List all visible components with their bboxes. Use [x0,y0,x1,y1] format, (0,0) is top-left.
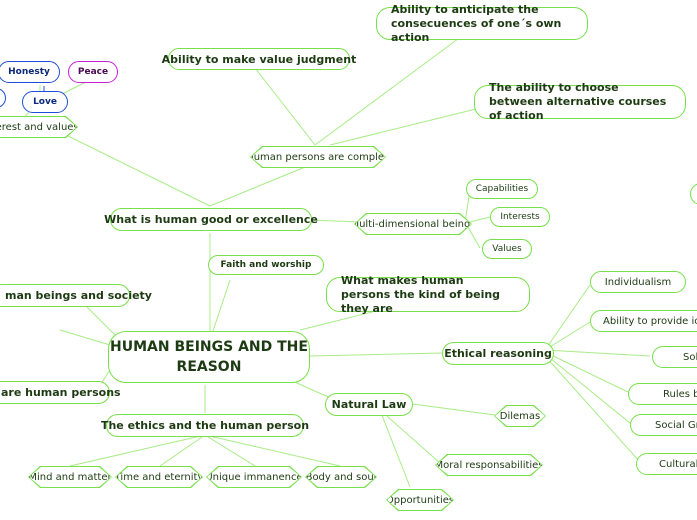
node-human-good[interactable]: What is human good or excellence [104,208,318,231]
node-ethical-reasoning[interactable]: Ethical reasoning [442,342,554,365]
node-anticipate[interactable]: Ability to anticipate the consecuences o… [376,3,588,44]
node-love[interactable]: Love [22,91,68,113]
node-interest-values[interactable]: nterest and values [0,116,78,138]
node-natural-law[interactable]: Natural Law [325,393,413,416]
node-values[interactable]: Values [482,239,532,259]
node-interests[interactable]: Interests [490,207,550,227]
node-society[interactable]: man beings and society [0,284,152,307]
node-dilemas[interactable]: Dilemas [494,405,546,427]
node-honesty[interactable]: Honesty [0,61,60,83]
node-mind-matter[interactable]: Mind and matter [28,466,112,488]
central-topic[interactable]: HUMAN BEINGS AND THE REASON [108,331,310,383]
node-cultural[interactable]: Cultural [636,453,697,475]
node-unique[interactable]: Unique immanence [206,466,302,488]
node-social-gro[interactable]: Social Gro [630,414,697,436]
node-opportunities[interactable]: Opportunities [386,489,454,511]
node-value-judgment[interactable]: Ability to make value judgment [162,48,356,70]
node-rules[interactable]: Rules ba [628,383,697,405]
node-capabilities[interactable]: Capabilities [466,179,538,199]
node-ability-provide[interactable]: Ability to provide ic [590,310,697,332]
node-faith[interactable]: Faith and worship [208,255,324,275]
node-ethics-person[interactable]: The ethics and the human person [101,414,309,437]
node-complex[interactable]: Human persons are complex [250,146,386,168]
node-peace[interactable]: Peace [68,61,118,83]
node-body-soul[interactable]: Body and soul [305,466,377,488]
node-choose-between[interactable]: The ability to choose between alternativ… [474,81,686,122]
node-moral[interactable]: Moral responsabilities [435,454,543,476]
node-time-eternity[interactable]: Time and eternity [115,466,203,488]
node-sol[interactable]: Sol [652,346,697,368]
node-what-makes[interactable]: What makes human persons the kind of bei… [326,274,530,315]
node-are-human[interactable]: are human persons [0,381,121,404]
central-topic-label: HUMAN BEINGS AND THE REASON [110,339,308,375]
node-multi-dimensional[interactable]: Multi-dimensional beings [354,213,472,235]
node-individualism[interactable]: Individualism [590,271,686,293]
